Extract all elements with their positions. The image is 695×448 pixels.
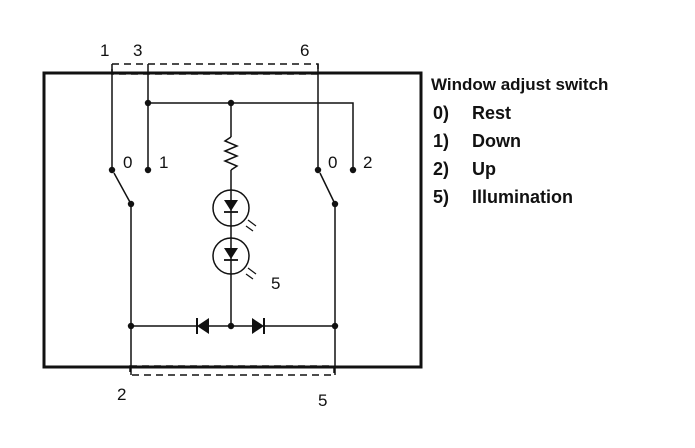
legend-key: 2) xyxy=(433,159,449,179)
pin-label-2: 2 xyxy=(117,385,126,404)
contact-dot xyxy=(108,166,116,174)
left-switch-arm xyxy=(113,172,132,205)
legend-key: 5) xyxy=(433,187,449,207)
lamp-label: 5 xyxy=(271,274,280,293)
legend-label: Down xyxy=(472,131,521,151)
resistor xyxy=(223,136,239,171)
right-up-label: 2 xyxy=(363,153,372,172)
legend-label: Illumination xyxy=(472,187,573,207)
contact-dot xyxy=(144,166,152,174)
legend-key: 0) xyxy=(433,103,449,123)
legend-key: 1) xyxy=(433,131,449,151)
led-1 xyxy=(212,189,257,232)
left-rest-label: 0 xyxy=(123,153,132,172)
legend-title: Window adjust switch xyxy=(431,75,608,94)
junction-dot xyxy=(144,99,152,107)
pin-label-6: 6 xyxy=(300,41,309,60)
right-rest-label: 0 xyxy=(328,153,337,172)
right-switch-arm xyxy=(319,172,336,205)
junction-dots xyxy=(108,99,357,330)
top-bus xyxy=(148,102,354,170)
pin-label-3: 3 xyxy=(133,41,142,60)
pin-label-1: 1 xyxy=(100,41,109,60)
pivot-dot xyxy=(127,200,135,208)
pivot-dot xyxy=(331,200,339,208)
diode-right xyxy=(252,318,265,334)
pin-label-5: 5 xyxy=(318,391,327,410)
left-down-label: 1 xyxy=(159,153,168,172)
wiring xyxy=(111,64,354,375)
switch-housing xyxy=(42,71,423,369)
junction-dot xyxy=(331,322,339,330)
connector-outlines xyxy=(111,63,335,376)
legend: Window adjust switch 0) Rest 1) Down 2) … xyxy=(431,75,608,207)
junction-dot xyxy=(227,322,235,330)
led-2 xyxy=(212,237,257,280)
bottom-connector-outline xyxy=(129,365,335,376)
legend-label: Rest xyxy=(472,103,511,123)
junction-dot xyxy=(227,99,235,107)
junction-dot xyxy=(127,322,135,330)
legend-label: Up xyxy=(472,159,496,179)
contact-dot xyxy=(314,166,322,174)
contact-dot xyxy=(349,166,357,174)
diode-left xyxy=(196,318,209,334)
